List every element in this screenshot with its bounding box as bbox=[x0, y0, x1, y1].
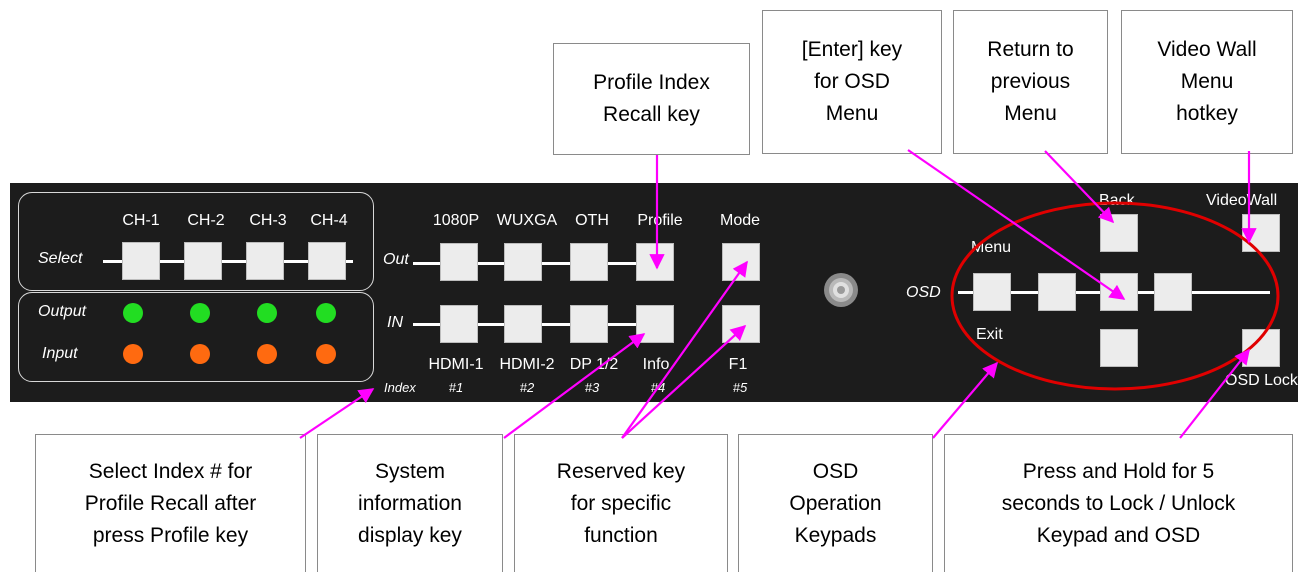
enter-key-callout: [Enter] key for OSD Menu bbox=[762, 10, 942, 154]
arrow-osd-keypads bbox=[932, 361, 998, 439]
ch-3-output-led bbox=[257, 303, 277, 323]
output-label: Output bbox=[38, 303, 87, 320]
select-label: Select bbox=[38, 250, 83, 267]
ch-1-output-led bbox=[123, 303, 143, 323]
index-label: Index bbox=[384, 380, 416, 395]
ch-2-label: CH-2 bbox=[187, 212, 225, 229]
input-label: Input bbox=[42, 345, 78, 362]
oth-key[interactable] bbox=[570, 243, 608, 281]
back-label: Back bbox=[1099, 192, 1135, 209]
wuxga-key[interactable] bbox=[504, 243, 542, 281]
arrow-reserved-f1 bbox=[621, 324, 747, 439]
select-line bbox=[103, 260, 353, 263]
osd-left-key[interactable] bbox=[1038, 273, 1076, 311]
arrow-enter-key bbox=[907, 149, 1126, 300]
arrow-osd-lock bbox=[1179, 348, 1250, 439]
wuxga-label: WUXGA bbox=[496, 212, 558, 229]
video-wall-callout: Video Wall Menu hotkey bbox=[1121, 10, 1293, 154]
in-label: IN bbox=[387, 314, 403, 331]
1080p-label: 1080P bbox=[432, 212, 480, 229]
profile-key[interactable] bbox=[636, 243, 674, 281]
hdmi-1-label: HDMI-1 bbox=[428, 356, 484, 373]
arrow-select-index bbox=[299, 388, 375, 439]
ir-sensor-icon bbox=[824, 273, 858, 307]
ch-2-select-key[interactable] bbox=[184, 242, 222, 280]
ch-3-input-led bbox=[257, 344, 277, 364]
videowall-label: VideoWall bbox=[1206, 192, 1278, 209]
arrow-reserved-mode bbox=[621, 260, 748, 439]
system-info-callout: System information display key bbox=[317, 434, 503, 572]
ch-1-input-led bbox=[123, 344, 143, 364]
select-index-callout: Select Index # for Profile Recall after … bbox=[35, 434, 306, 572]
ch-3-select-key[interactable] bbox=[246, 242, 284, 280]
f1-label: F1 bbox=[728, 356, 748, 373]
device-front-panel: CH-1 CH-2 CH-3 CH-4 Select Output Input … bbox=[10, 183, 1298, 402]
ch-4-output-led bbox=[316, 303, 336, 323]
ch-3-label: CH-3 bbox=[249, 212, 287, 229]
index-number-2: #2 bbox=[519, 380, 535, 395]
ch-1-select-key[interactable] bbox=[122, 242, 160, 280]
1080p-key[interactable] bbox=[440, 243, 478, 281]
osd-keypad-highlight-ellipse bbox=[950, 201, 1280, 391]
osd-down-key[interactable] bbox=[1100, 329, 1138, 367]
hdmi-1-key[interactable] bbox=[440, 305, 478, 343]
ch-2-output-led bbox=[190, 303, 210, 323]
hdmi-2-label: HDMI-2 bbox=[499, 356, 555, 373]
index-number-3: #3 bbox=[584, 380, 600, 395]
osd-enter-key[interactable] bbox=[1100, 273, 1138, 311]
reserved-key-callout: Reserved key for specific function bbox=[514, 434, 728, 572]
out-label: Out bbox=[383, 251, 409, 268]
profile-index-recall-callout: Profile Index Recall key bbox=[553, 43, 750, 155]
ch-2-input-led bbox=[190, 344, 210, 364]
ch-4-select-key[interactable] bbox=[308, 242, 346, 280]
info-label: Info bbox=[642, 356, 670, 373]
ch-1-label: CH-1 bbox=[122, 212, 160, 229]
press-hold-callout: Press and Hold for 5 seconds to Lock / U… bbox=[944, 434, 1293, 572]
arrow-system-info bbox=[503, 333, 646, 439]
return-previous-callout: Return to previous Menu bbox=[953, 10, 1108, 154]
index-number-5: #5 bbox=[732, 380, 748, 395]
ch-4-input-led bbox=[316, 344, 336, 364]
exit-label: Exit bbox=[976, 326, 1003, 343]
oth-label: OTH bbox=[575, 212, 609, 229]
osd-operation-callout: OSD Operation Keypads bbox=[738, 434, 933, 572]
index-number-1: #1 bbox=[448, 380, 464, 395]
dp-label: DP 1/2 bbox=[569, 356, 619, 373]
osd-label: OSD bbox=[906, 284, 941, 301]
menu-exit-key[interactable] bbox=[973, 273, 1011, 311]
status-group-box bbox=[18, 292, 374, 382]
profile-label: Profile bbox=[637, 212, 683, 229]
select-group-box bbox=[18, 192, 374, 291]
dp-key[interactable] bbox=[570, 305, 608, 343]
osd-lock-label: OSD Lock bbox=[1225, 372, 1298, 389]
mode-label: Mode bbox=[719, 212, 761, 229]
hdmi-2-key[interactable] bbox=[504, 305, 542, 343]
osd-right-key[interactable] bbox=[1154, 273, 1192, 311]
arrow-back bbox=[1044, 150, 1115, 224]
ch-4-label: CH-4 bbox=[310, 212, 348, 229]
